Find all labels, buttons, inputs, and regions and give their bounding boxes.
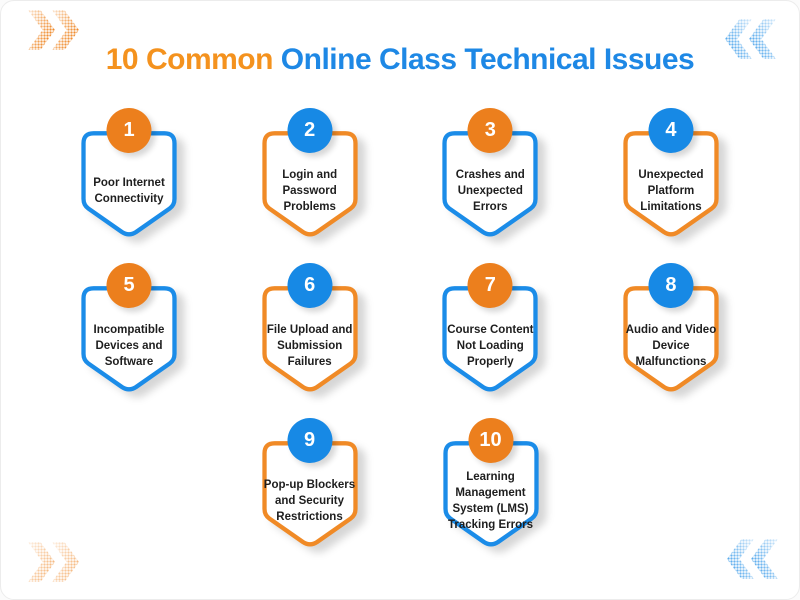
issue-label: Crashes and Unexpected Errors bbox=[455, 169, 525, 213]
issue-label: Learning Management System (LMS) Trackin… bbox=[447, 471, 533, 531]
issue-card: 1 Poor Internet Connectivity bbox=[77, 108, 181, 248]
issue-number-badge: 5 bbox=[106, 263, 152, 308]
issue-number-badge: 2 bbox=[287, 108, 333, 153]
issue-card: 2 Login and Password Problems bbox=[258, 108, 362, 248]
shield-shape-icon bbox=[262, 286, 358, 392]
issue-label: Poor Internet Connectivity bbox=[93, 177, 165, 205]
issue-card: 10 Learning Management System (LMS) Trac… bbox=[439, 418, 543, 558]
issue-card: 3 Crashes and Unexpected Errors bbox=[438, 108, 542, 248]
issue-number-badge: 6 bbox=[287, 263, 333, 308]
issue-label: Course Content Not Loading Properly bbox=[447, 324, 534, 368]
issue-label: Incompatible Devices and Software bbox=[93, 324, 165, 368]
issue-card: 8 Audio and Video Device Malfunctions bbox=[619, 263, 723, 403]
issue-number-badge: 3 bbox=[467, 108, 513, 153]
shield-shape-icon bbox=[81, 286, 177, 392]
shield-shape-icon bbox=[623, 286, 719, 392]
issues-row-2: 5 Incompatible Devices and Software 6 Fi… bbox=[1, 263, 799, 403]
issues-row-1: 1 Poor Internet Connectivity 2 Login and… bbox=[1, 108, 799, 248]
issue-number-badge: 10 bbox=[468, 418, 513, 463]
shield-shape-icon bbox=[442, 441, 539, 547]
title-rest: Online Class Technical Issues bbox=[272, 43, 695, 76]
shield-shape-icon bbox=[623, 131, 719, 237]
issue-card: 5 Incompatible Devices and Software bbox=[77, 263, 181, 403]
shield-shape-icon bbox=[442, 131, 538, 237]
double-chevron-right-icon bbox=[28, 10, 80, 50]
title-highlight: 10 Common bbox=[105, 43, 274, 76]
issue-label: File Upload and Submission Failures bbox=[266, 324, 353, 368]
issues-row-3: 9 Pop-up Blockers and Security Restricti… bbox=[1, 418, 799, 558]
issue-number-badge: 8 bbox=[648, 263, 694, 308]
issue-label: Login and Password Problems bbox=[282, 169, 338, 213]
issue-number-badge: 9 bbox=[287, 418, 332, 463]
shield-shape-icon bbox=[81, 131, 177, 237]
shield-shape-icon bbox=[262, 131, 358, 237]
issue-card: 4 Unexpected Platform Limitations bbox=[619, 108, 723, 248]
shield-shape-icon bbox=[442, 286, 538, 392]
issue-number-badge: 4 bbox=[648, 108, 694, 153]
issue-number-badge: 1 bbox=[106, 108, 152, 153]
issue-label: Pop-up Blockers and Security Restriction… bbox=[263, 479, 356, 523]
issue-card: 6 File Upload and Submission Failures bbox=[258, 263, 362, 403]
double-chevron-right-icon bbox=[28, 542, 80, 582]
issue-label: Unexpected Platform Limitations bbox=[638, 169, 704, 213]
issue-number-badge: 7 bbox=[467, 263, 513, 308]
page-title: 10 Common Online Class Technical Issues bbox=[1, 43, 799, 77]
issue-label: Audio and Video Device Malfunctions bbox=[625, 324, 717, 368]
shield-shape-icon bbox=[261, 441, 358, 547]
issue-card: 9 Pop-up Blockers and Security Restricti… bbox=[258, 418, 362, 558]
issue-card: 7 Course Content Not Loading Properly bbox=[438, 263, 542, 403]
